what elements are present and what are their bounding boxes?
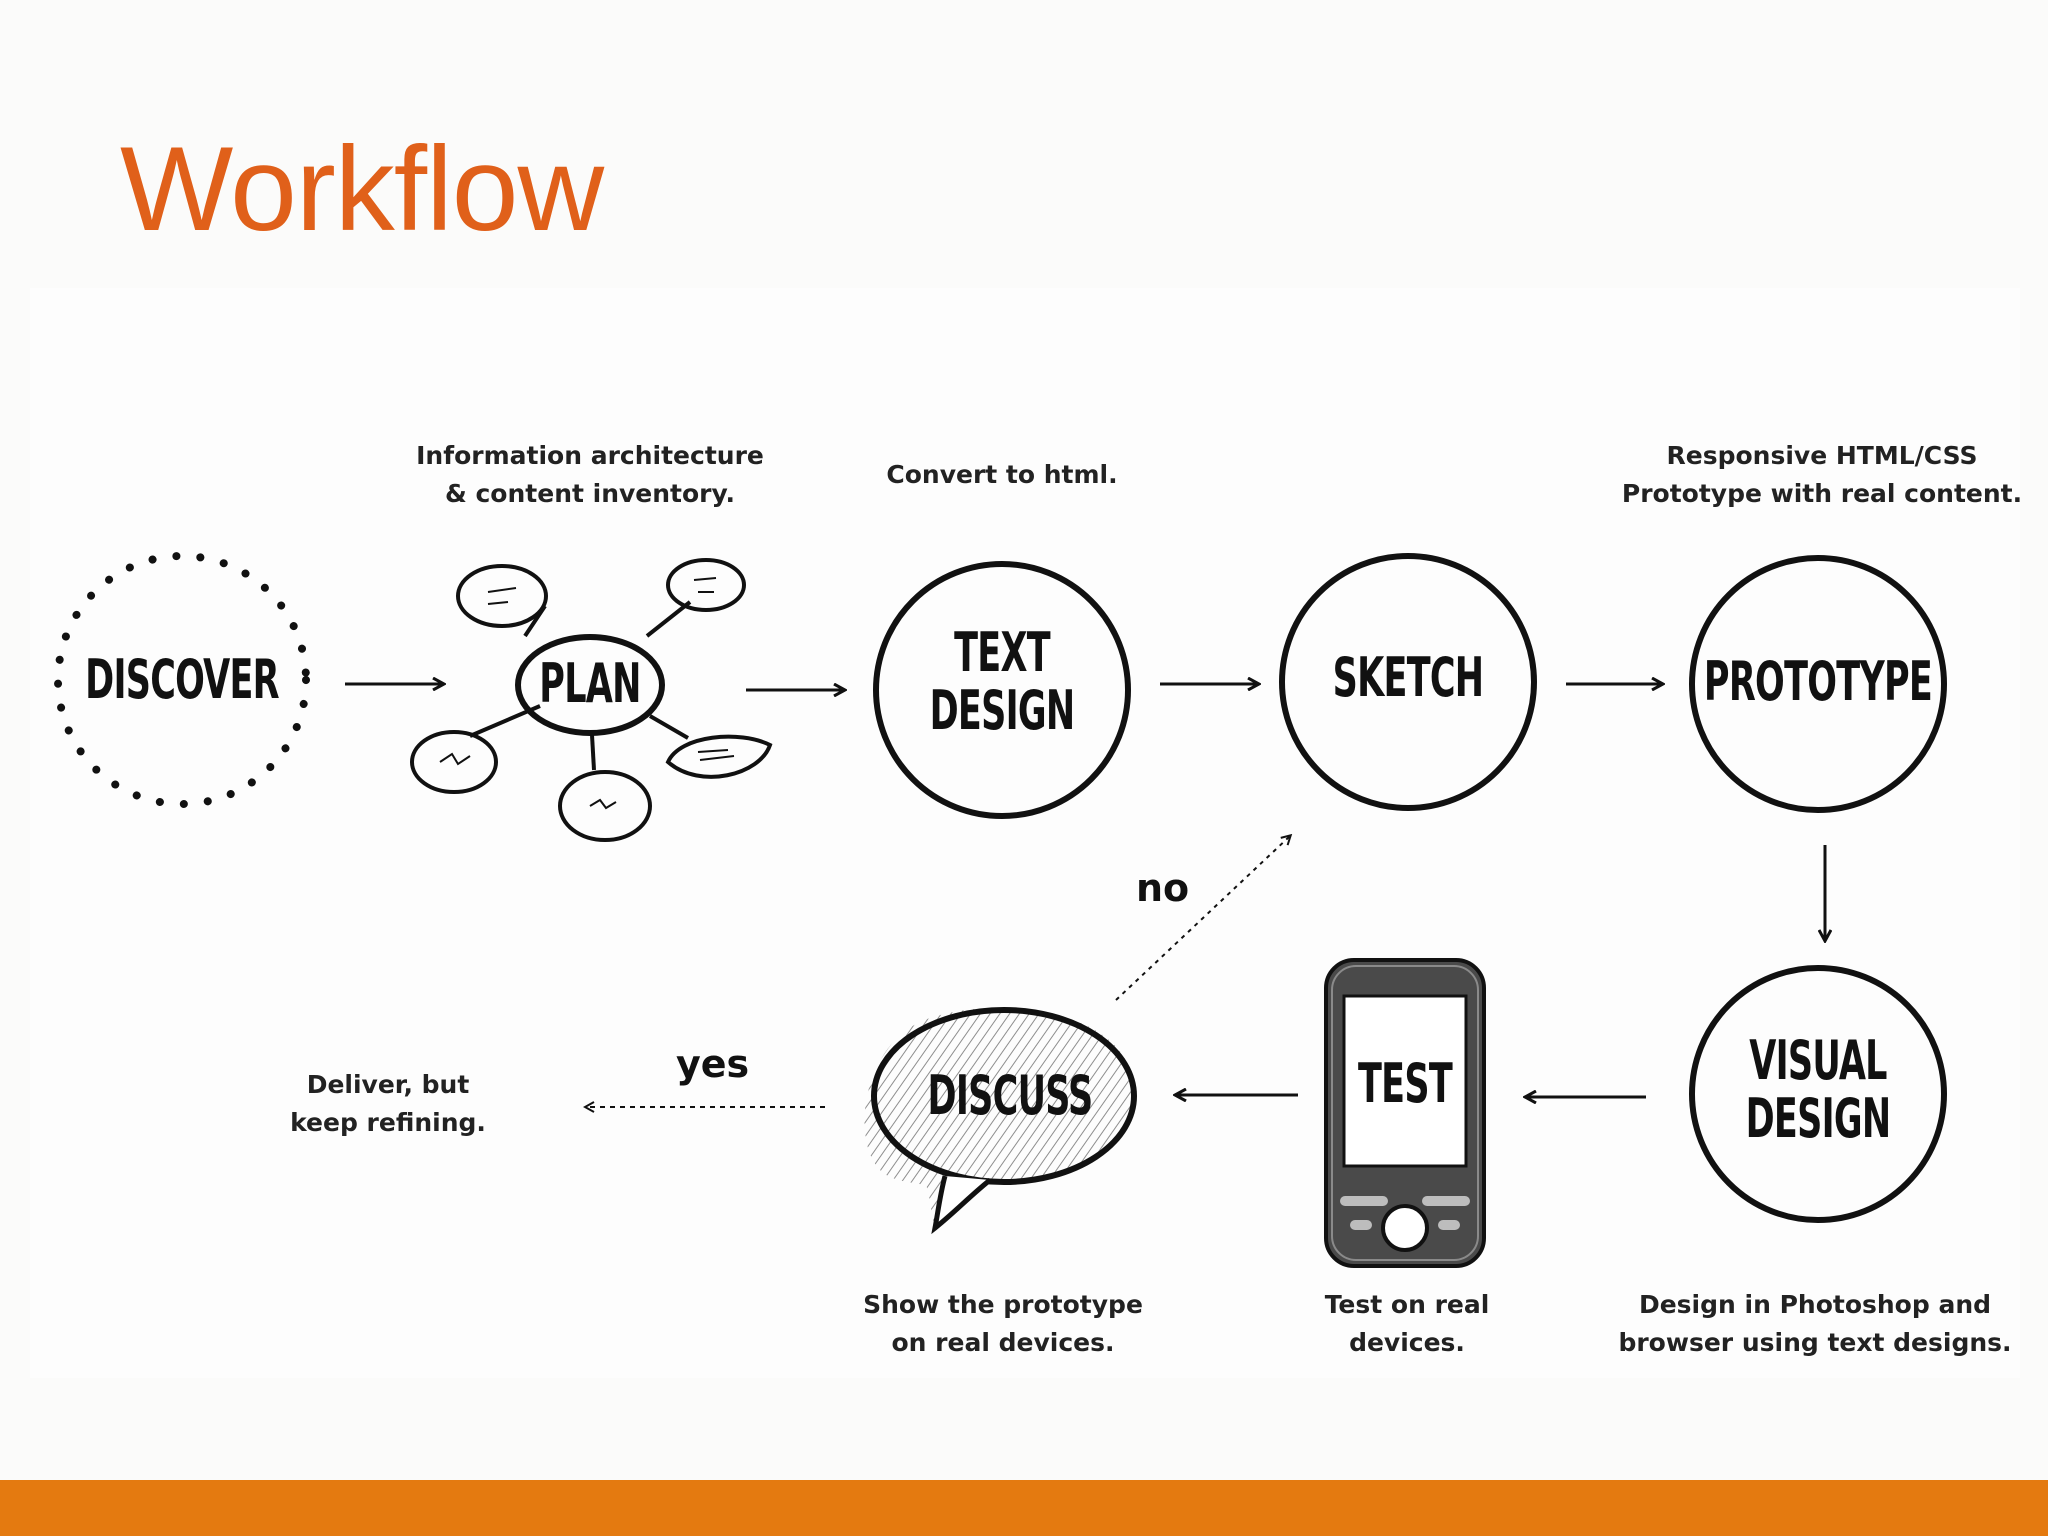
text-design-label-line-1: TEXT [954, 621, 1050, 684]
plan-caption: Information architecture & content inven… [416, 437, 764, 513]
decision-no-label: no [1136, 866, 1190, 910]
slide-title: Workflow [120, 122, 604, 256]
visual-design-caption: Design in Photoshop and browser using te… [1618, 1286, 2011, 1362]
discover-label: DISCOVER [85, 648, 279, 711]
prototype-node [1689, 555, 1947, 813]
test-caption-line-2: devices. [1349, 1328, 1465, 1357]
sketch-label: SKETCH [1332, 646, 1484, 709]
workflow-diagram [54, 552, 1947, 1268]
text-design-caption: Convert to html. [886, 456, 1117, 494]
discuss-caption: Show the prototype on real devices. [863, 1286, 1143, 1362]
mind-map-icon [410, 558, 773, 842]
speech-bubble-icon [864, 1007, 1137, 1235]
prototype-caption: Responsive HTML/CSS Prototype with real … [1622, 437, 2022, 513]
visual-design-caption-line-1: Design in Photoshop and [1638, 1290, 1992, 1319]
dotted-circle-icon [54, 552, 310, 808]
footer-bar [0, 1480, 2048, 1536]
test-label: TEST [1358, 1052, 1453, 1115]
sketch-node [1279, 553, 1537, 811]
decision-yes-label: yes [676, 1042, 750, 1086]
prototype-caption-line-2: Prototype with real content. [1621, 479, 2023, 508]
deliver-caption: Deliver, but keep refining. [290, 1066, 486, 1142]
deliver-caption-line-1: Deliver, but [306, 1070, 470, 1099]
prototype-caption-line-1: Responsive HTML/CSS [1666, 441, 1978, 470]
text-design-label-line-2: DESIGN [929, 679, 1076, 742]
test-caption: Test on real devices. [1325, 1286, 1490, 1362]
discover-node [54, 552, 310, 808]
visual-design-label-line-2: DESIGN [1745, 1087, 1892, 1150]
text-design-label: TEXT DESIGN [929, 621, 1076, 742]
discuss-caption-line-2: on real devices. [891, 1328, 1115, 1357]
deliver-caption-line-2: keep refining. [290, 1108, 486, 1137]
prototype-label: PROTOTYPE [1703, 650, 1933, 713]
visual-design-caption-line-2: browser using text designs. [1618, 1328, 2012, 1357]
arrow-icon [1115, 836, 1290, 1001]
visual-design-node [1689, 965, 1947, 1223]
plan-label: PLAN [539, 652, 641, 715]
plan-caption-line-2: & content inventory. [444, 479, 736, 508]
text-design-node [873, 561, 1131, 819]
discuss-caption-line-1: Show the prototype [863, 1290, 1143, 1319]
text-design-caption-line-1: Convert to html. [886, 460, 1118, 489]
discuss-label: DISCUSS [927, 1064, 1094, 1127]
test-caption-line-1: Test on real [1324, 1290, 1490, 1319]
plan-caption-line-1: Information architecture [416, 441, 764, 470]
diagram-panel [30, 288, 2020, 1378]
visual-design-label: VISUAL DESIGN [1745, 1029, 1892, 1150]
phone-icon [1324, 958, 1486, 1268]
visual-design-label-line-1: VISUAL [1749, 1029, 1887, 1092]
